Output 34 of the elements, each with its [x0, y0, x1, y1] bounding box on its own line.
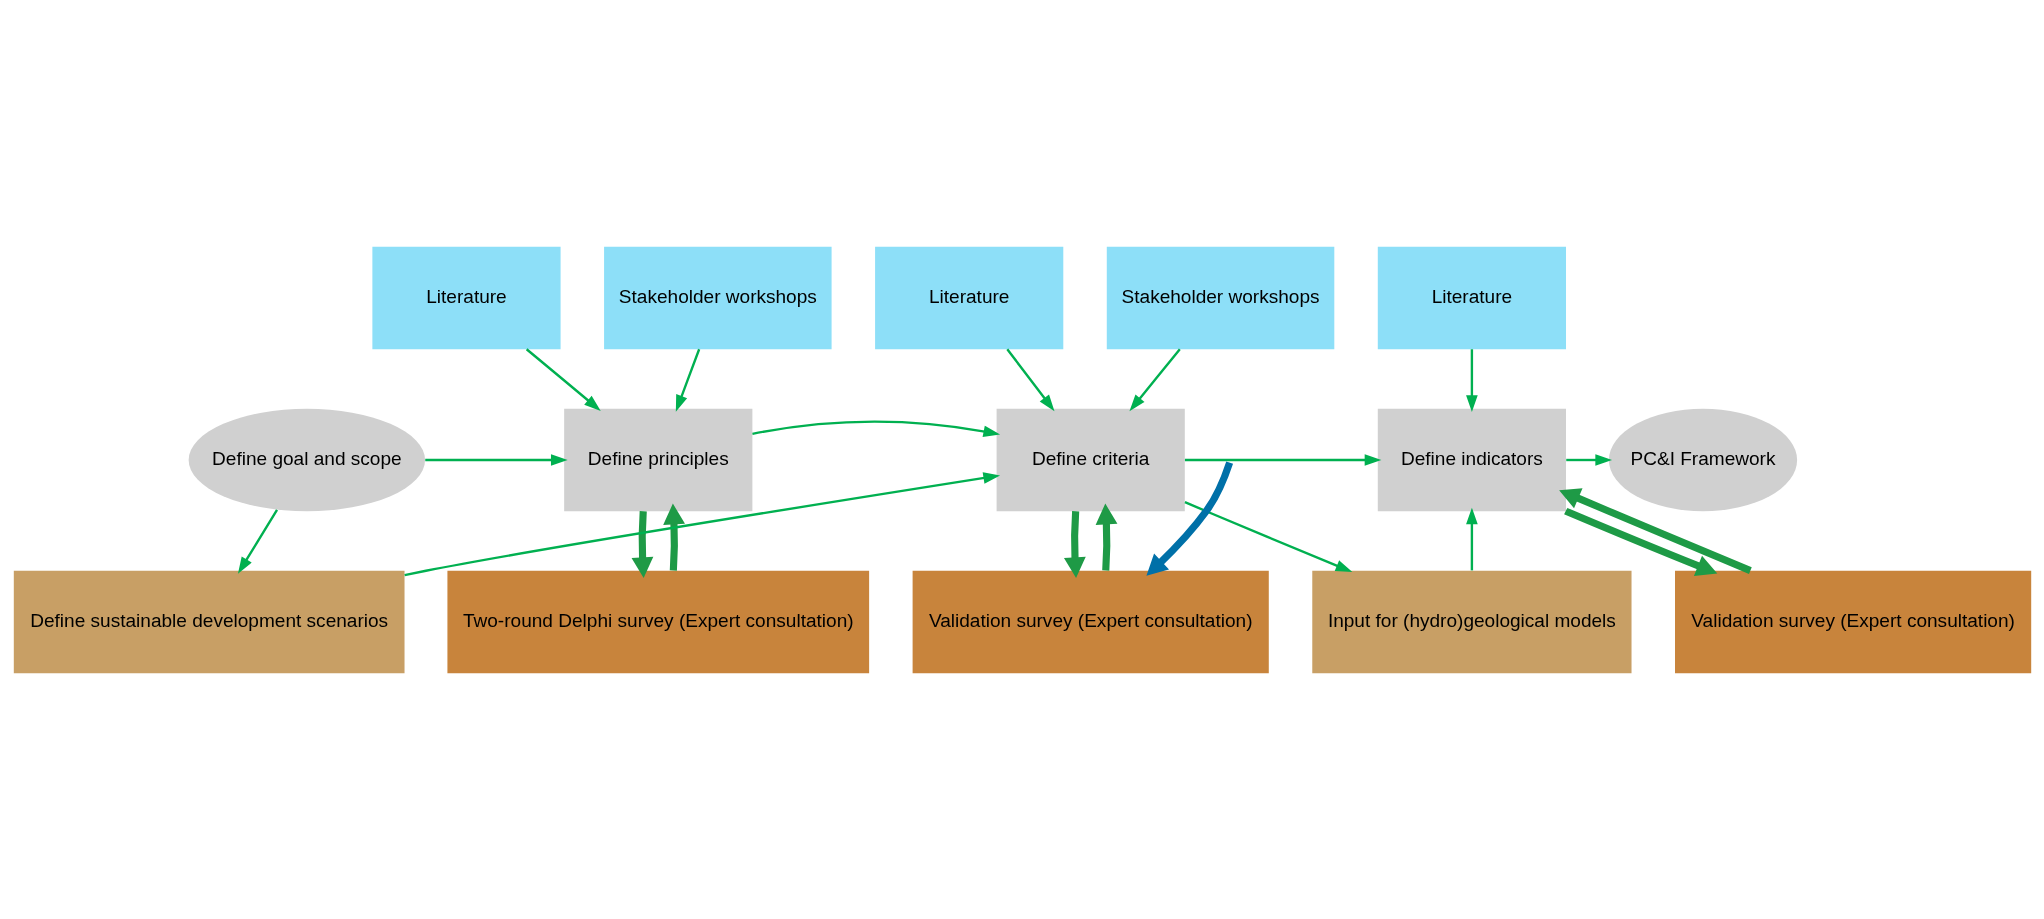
- node-box: Literature: [371, 246, 561, 349]
- arrow: [1005, 348, 1054, 411]
- node-box: Validation survey (Expert consultation): [1674, 570, 2031, 673]
- arrow: [424, 453, 568, 466]
- arrow: [631, 510, 653, 578]
- arrow: [525, 347, 601, 411]
- node-box: Stakeholder workshops: [603, 246, 832, 349]
- arrow: [1465, 507, 1478, 570]
- arrow: [675, 348, 700, 412]
- arrow: [403, 471, 1000, 576]
- arrow: [1184, 453, 1381, 466]
- node-box: Input for (hydro)geological models: [1311, 570, 1632, 673]
- node-box: Define indicators: [1377, 408, 1566, 511]
- arrow: [1128, 348, 1181, 411]
- node-box: Define principles: [563, 408, 752, 511]
- node-box: Stakeholder workshops: [1106, 246, 1334, 349]
- arrow: [1145, 460, 1233, 576]
- node-box: Validation survey (Expert consultation): [912, 570, 1269, 673]
- node-box: Define criteria: [996, 408, 1185, 511]
- node-box: Two-round Delphi survey (Expert consultation): [446, 570, 869, 673]
- arrow: [237, 508, 278, 574]
- node-box: Literature: [874, 246, 1063, 349]
- arrow: [1565, 453, 1612, 466]
- arrow: [751, 419, 1000, 437]
- arrow: [1465, 348, 1478, 412]
- node-ellipse: Define goal and scope: [188, 408, 425, 511]
- arrow: [662, 503, 685, 571]
- arrow: [1183, 500, 1352, 572]
- node-box: Define sustainable development scenarios: [13, 570, 405, 673]
- arrow: [1558, 487, 1752, 574]
- node-ellipse: PC&I Framework: [1608, 408, 1797, 511]
- arrow: [1063, 510, 1086, 578]
- node-box: Literature: [1377, 246, 1566, 349]
- arrow: [1095, 503, 1117, 571]
